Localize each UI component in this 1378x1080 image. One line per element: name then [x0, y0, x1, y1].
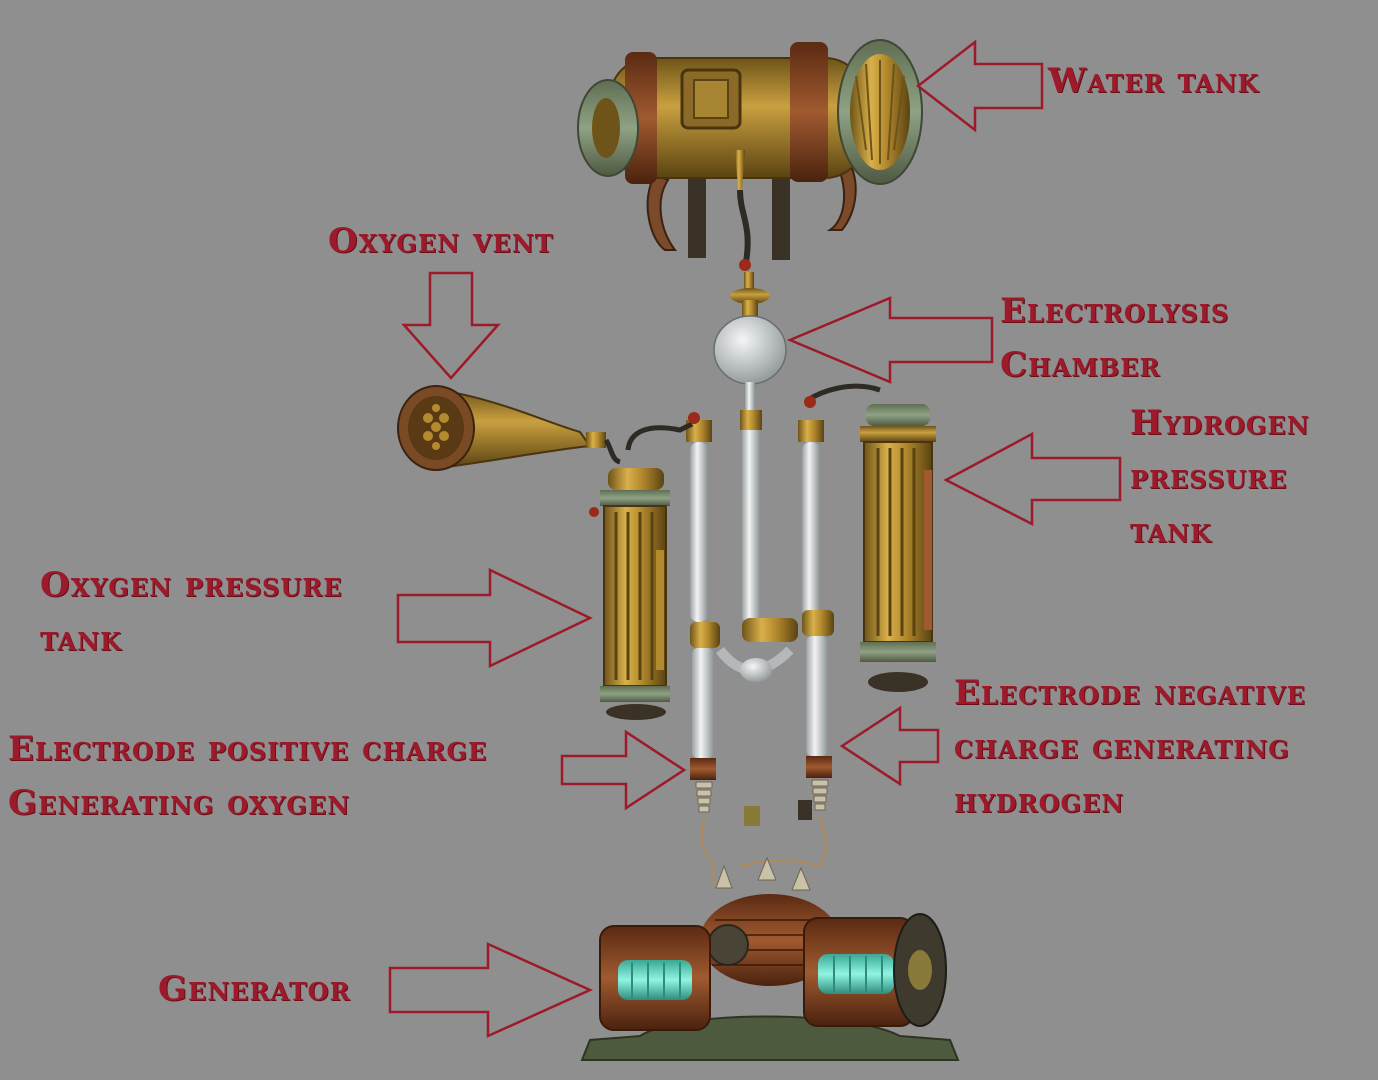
label-electrode-positive-line-2: Generating oxygen — [8, 783, 351, 823]
label-electrode-negative-line-1: Electrode negative — [954, 673, 1306, 713]
label-hydrogen-line-2: pressure — [1130, 457, 1288, 497]
oxygen-vent — [397, 385, 700, 471]
electrolysis-chamber — [713, 272, 787, 620]
label-oxygen-vent: Oxygen vent — [328, 214, 554, 268]
label-electrolysis-line-2: Chamber — [1000, 345, 1161, 385]
label-oxygen-pressure-tank: Oxygen pressure tank — [40, 558, 343, 666]
hydrogen-pressure-tank — [804, 383, 936, 692]
oxygen-pressure-tank — [589, 468, 670, 720]
generator — [580, 856, 960, 1061]
label-electrode-negative-line-3: hydrogen — [954, 781, 1125, 821]
water-tank — [577, 39, 923, 271]
label-generator-text: Generator — [158, 969, 351, 1009]
label-water-tank-text: Water tank — [1048, 61, 1260, 101]
label-electrode-negative: Electrode negative charge generating hyd… — [954, 666, 1306, 828]
arrow-generator — [388, 942, 594, 1038]
label-hydrogen-line-1: Hydrogen — [1130, 403, 1310, 443]
label-hydrogen-line-3: tank — [1130, 511, 1212, 551]
arrow-oxygen-pressure-tank — [396, 568, 593, 668]
label-electrolysis-chamber: Electrolysis Chamber — [1000, 284, 1229, 392]
label-oxygen-vent-text: Oxygen vent — [328, 221, 554, 261]
label-electrode-positive-line-1: Electrode positive charge — [8, 729, 488, 769]
arrow-hydrogen-pressure-tank — [943, 431, 1122, 527]
label-hydrogen-pressure-tank: Hydrogen pressure tank — [1130, 396, 1310, 558]
electrode-tubes — [686, 420, 834, 891]
label-oxygen-tank-line-1: Oxygen pressure — [40, 565, 343, 605]
arrow-electrolysis-chamber — [786, 296, 994, 384]
label-electrode-positive: Electrode positive charge Generating oxy… — [8, 722, 487, 830]
arrow-oxygen-vent — [401, 271, 501, 380]
arrow-electrode-positive — [560, 729, 687, 811]
arrow-water-tank — [915, 39, 1044, 133]
label-generator: Generator — [158, 962, 351, 1016]
label-water-tank: Water tank — [1048, 54, 1259, 108]
label-electrolysis-line-1: Electrolysis — [1000, 291, 1230, 331]
label-electrode-negative-line-2: charge generating — [954, 727, 1290, 767]
label-oxygen-tank-line-2: tank — [40, 619, 122, 659]
arrow-electrode-negative — [839, 705, 940, 787]
